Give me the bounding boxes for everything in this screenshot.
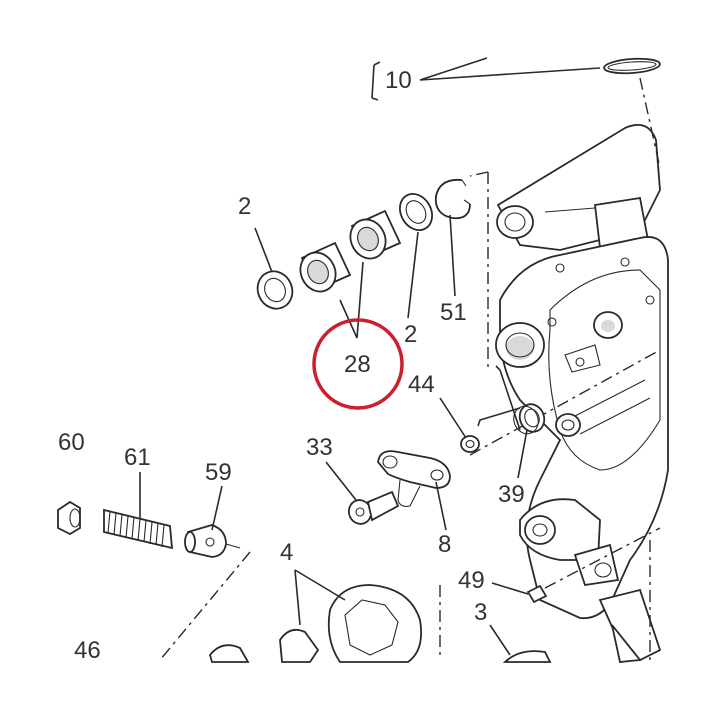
washer-2-left [256, 270, 294, 310]
label-44[interactable]: 44 [408, 371, 435, 398]
part-60 [57, 500, 81, 536]
label-10[interactable]: 10 [385, 67, 412, 94]
bushing-59 [184, 524, 241, 558]
axis-line-oring [639, 77, 661, 169]
lever-8 [377, 450, 451, 507]
o-ring-10 [603, 57, 661, 75]
label-49[interactable]: 49 [458, 567, 485, 594]
leader-lines [139, 57, 601, 656]
screw-33 [347, 490, 400, 525]
label-60[interactable]: 60 [58, 429, 85, 456]
circlip-51 [434, 178, 471, 220]
label-59[interactable]: 59 [205, 459, 232, 486]
washer-2-right [399, 193, 433, 231]
needle-bearing-28-b [349, 209, 402, 260]
label-33[interactable]: 33 [306, 434, 333, 461]
label-4[interactable]: 4 [280, 539, 293, 566]
label-2-right[interactable]: 2 [404, 321, 417, 348]
oil-pump-4 [209, 584, 423, 663]
highlight-circle-28 [312, 318, 404, 410]
axis-line-46 [159, 551, 251, 661]
washer-44 [460, 435, 480, 453]
label-39[interactable]: 39 [498, 481, 525, 508]
pin-49 [526, 584, 548, 604]
spring-61 [103, 508, 174, 550]
axis-line-39 [469, 349, 661, 456]
label-8[interactable]: 8 [438, 531, 451, 558]
label-3[interactable]: 3 [474, 599, 487, 626]
part-3 [502, 650, 552, 663]
engine-case [495, 124, 669, 663]
spring-39 [477, 365, 546, 435]
label-51[interactable]: 51 [440, 299, 467, 326]
label-2-left[interactable]: 2 [238, 193, 251, 220]
label-61[interactable]: 61 [124, 444, 151, 471]
axis-line-49 [544, 527, 661, 589]
label-46[interactable]: 46 [74, 637, 101, 664]
needle-bearing-28-a [299, 241, 352, 293]
axis-line-top [469, 171, 489, 177]
label-28[interactable]: 28 [344, 351, 371, 378]
